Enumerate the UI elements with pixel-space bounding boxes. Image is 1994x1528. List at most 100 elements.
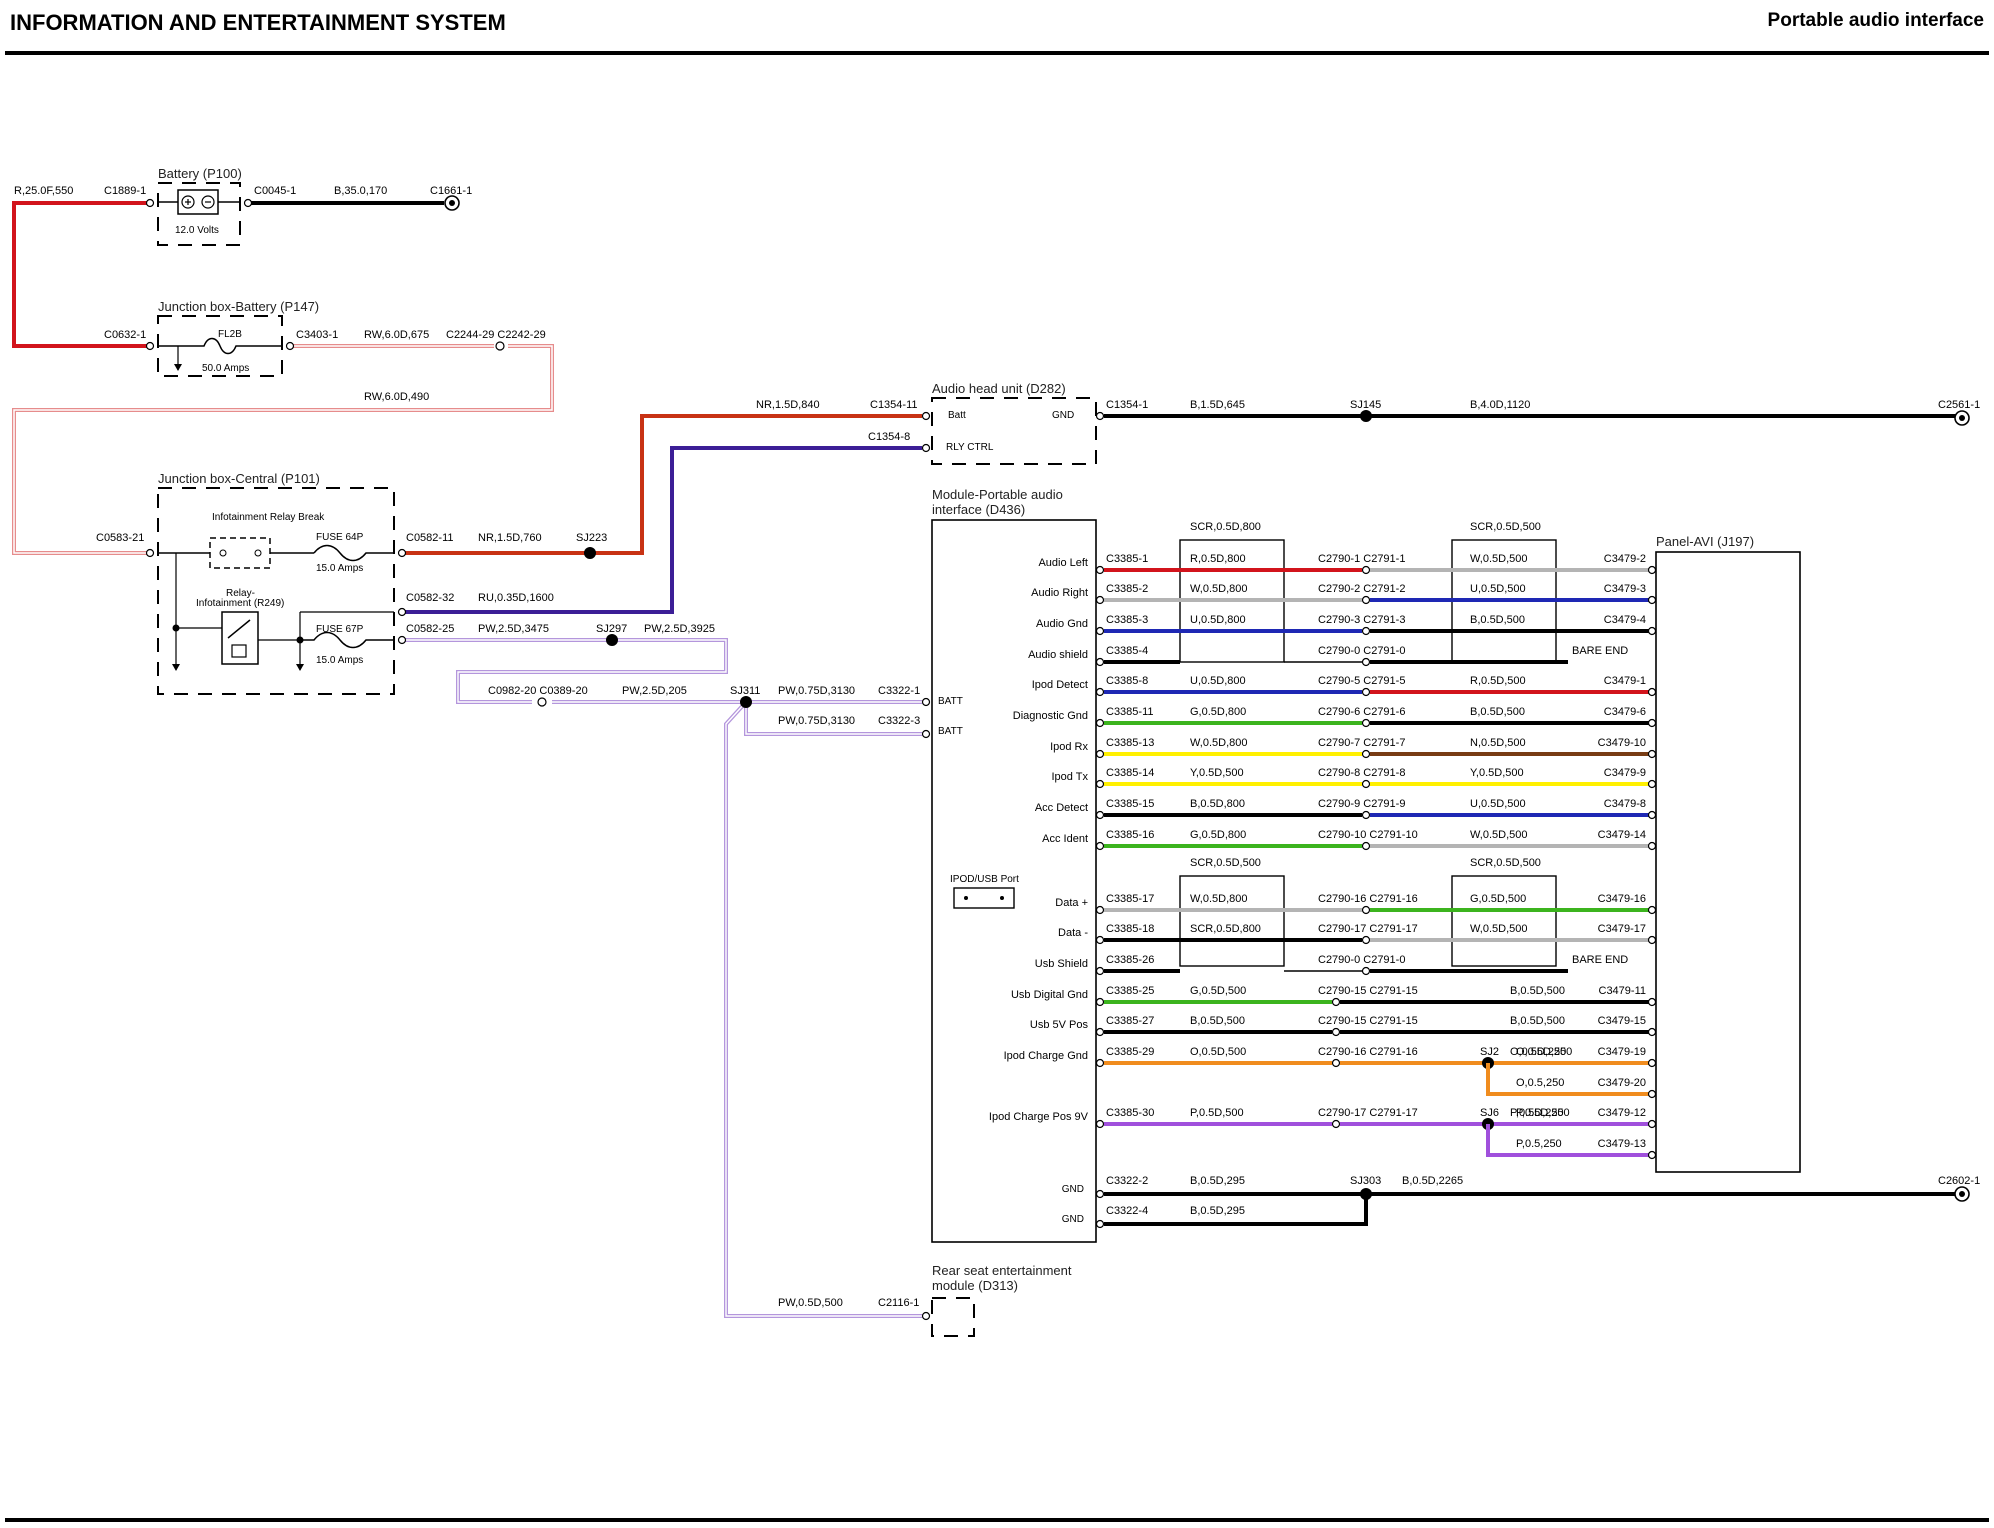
shield-label: SCR,0.5D,500 xyxy=(1470,857,1541,869)
connector-pin xyxy=(1361,935,1371,945)
connector-label: C3385-3 xyxy=(1106,614,1148,626)
splice-label: SJ223 xyxy=(576,532,607,544)
connector-label: C3479-13 xyxy=(1598,1138,1646,1150)
connector-pin xyxy=(1331,1119,1341,1129)
header-rule xyxy=(5,51,1989,55)
connector-pin xyxy=(1647,626,1657,636)
wire-label: R,0.5D,800 xyxy=(1190,553,1246,565)
wire-seg-branch xyxy=(1486,1063,1652,1096)
wire-label: B,0.5D,500 xyxy=(1510,1015,1565,1027)
rse-box xyxy=(931,1297,975,1337)
fuse-67p-label: FUSE 67P xyxy=(316,624,364,635)
module-label-2: interface (D436) xyxy=(932,502,1025,517)
module-pin-label: Audio Right xyxy=(1031,587,1088,599)
wire-label: G,0.5D,500 xyxy=(1190,985,1246,997)
module-pin-label: Usb Shield xyxy=(1035,958,1088,970)
module-pin-label: Data + xyxy=(1055,897,1088,909)
jb-battery-label: Junction box-Battery (P147) xyxy=(158,299,319,314)
wire-label: B,0.5D,800 xyxy=(1190,798,1245,810)
wire-b-gnd-2 xyxy=(1104,1194,1368,1226)
relay-break-label: Infotainment Relay Break xyxy=(212,512,325,523)
shield-label: SCR,0.5D,800 xyxy=(1190,521,1261,533)
wire-label: RW,6.0D,675 xyxy=(364,329,429,341)
connector-label: C2790-15 C2791-15 xyxy=(1318,1015,1418,1027)
wire-label: PW,0.5D,500 xyxy=(778,1297,843,1309)
wire-label: O,0.5D,500 xyxy=(1190,1046,1246,1058)
connector-label: C3479-4 xyxy=(1604,614,1646,626)
wire-label: P,0.5D,250 xyxy=(1510,1107,1564,1119)
connector-pin xyxy=(1361,810,1371,820)
connector-pin xyxy=(1647,687,1657,697)
connector-pin xyxy=(1361,905,1371,915)
battery-symbol xyxy=(177,189,219,215)
wire-label: U,0.5D,500 xyxy=(1470,583,1526,595)
module-box xyxy=(931,519,1097,1243)
connector-label: C3385-18 xyxy=(1106,923,1154,935)
connector-pin xyxy=(1095,565,1105,575)
connector-pin xyxy=(1361,626,1371,636)
splice-label: SJ2 xyxy=(1480,1046,1499,1058)
connector-label: C2116-1 xyxy=(878,1297,919,1309)
connector-label: C3479-9 xyxy=(1604,767,1646,779)
connector-label: C2790-2 C2791-2 xyxy=(1318,583,1405,595)
wire-label: N,0.5D,500 xyxy=(1470,737,1526,749)
connector-pin xyxy=(1647,595,1657,605)
connector-label: C3479-20 xyxy=(1598,1077,1646,1089)
connector-pin xyxy=(1361,718,1371,728)
module-label-1: Module-Portable audio xyxy=(932,487,1063,502)
connector-label: C3479-1 xyxy=(1604,675,1646,687)
module-port-label: IPOD/USB Port xyxy=(950,874,1019,885)
connector-label: C3479-19 xyxy=(1598,1046,1646,1058)
batt-pin-1: BATT xyxy=(938,696,963,707)
connector-pin xyxy=(1095,718,1105,728)
batt-pin-2: BATT xyxy=(938,726,963,737)
jb-central-box xyxy=(157,487,395,695)
wire-label: R,25.0F,550 xyxy=(14,185,73,197)
wire-label: W,0.5D,800 xyxy=(1190,583,1247,595)
connector-label: C3479-17 xyxy=(1598,923,1646,935)
connector-pin xyxy=(1095,841,1105,851)
wire-ru-1600 xyxy=(402,446,922,614)
connector-label: C0582-25 xyxy=(406,623,454,635)
module-pin-label: Audio shield xyxy=(1028,649,1088,661)
connector-label: C0632-1 xyxy=(104,329,146,341)
connector-label: C0582-11 xyxy=(406,532,454,544)
connector-label: C3479-14 xyxy=(1598,829,1646,841)
wire-label: B,4.0D,1120 xyxy=(1470,399,1530,411)
module-pin-label: Ipod Rx xyxy=(1050,741,1088,753)
connector-pin xyxy=(1095,1027,1105,1037)
connector-label: C2790-17 C2791-17 xyxy=(1318,923,1418,935)
rse-label-1: Rear seat entertainment xyxy=(932,1263,1072,1278)
connector-label: C2790-0 C2791-0 xyxy=(1318,645,1405,657)
wire-label: PW,2.5D,3475 xyxy=(478,623,549,635)
gnd-pin-1: GND xyxy=(1062,1184,1084,1195)
connector-label: C3385-27 xyxy=(1106,1015,1154,1027)
wire-label: RU,0.35D,1600 xyxy=(478,592,554,604)
connector-label: C0583-21 xyxy=(96,532,144,544)
connector-label: C3322-4 xyxy=(1106,1205,1148,1217)
connector-label: C2602-1 xyxy=(1938,1175,1980,1187)
connector-label: C3385-11 xyxy=(1106,706,1154,718)
connector-markers xyxy=(145,198,1105,1321)
module-pin-label: Acc Ident xyxy=(1042,833,1088,845)
connector-pin xyxy=(1361,657,1371,667)
connector-pin xyxy=(1095,687,1105,697)
connector-pin xyxy=(1647,935,1657,945)
connector-label: C3385-15 xyxy=(1106,798,1154,810)
connector-label: C3322-1 xyxy=(878,685,920,697)
connector-pin xyxy=(1095,905,1105,915)
connector-label: C2561-1 xyxy=(1938,399,1980,411)
head-unit-batt: Batt xyxy=(948,410,966,421)
splice-label: SJ145 xyxy=(1350,399,1381,411)
module-pin-label: Usb 5V Pos xyxy=(1030,1019,1089,1031)
head-unit-gnd: GND xyxy=(1052,410,1074,421)
wire-label: B,1.5D,645 xyxy=(1190,399,1245,411)
wire-label: O,0.5,250 xyxy=(1516,1077,1564,1089)
splice-sj223 xyxy=(584,547,596,559)
footer-rule xyxy=(5,1518,1989,1522)
connector-pin xyxy=(1361,595,1371,605)
wire-label: G,0.5D,800 xyxy=(1190,829,1246,841)
fuse-fl2b xyxy=(158,337,282,355)
connector-pin xyxy=(1361,687,1371,697)
splice-sj311 xyxy=(740,696,752,708)
